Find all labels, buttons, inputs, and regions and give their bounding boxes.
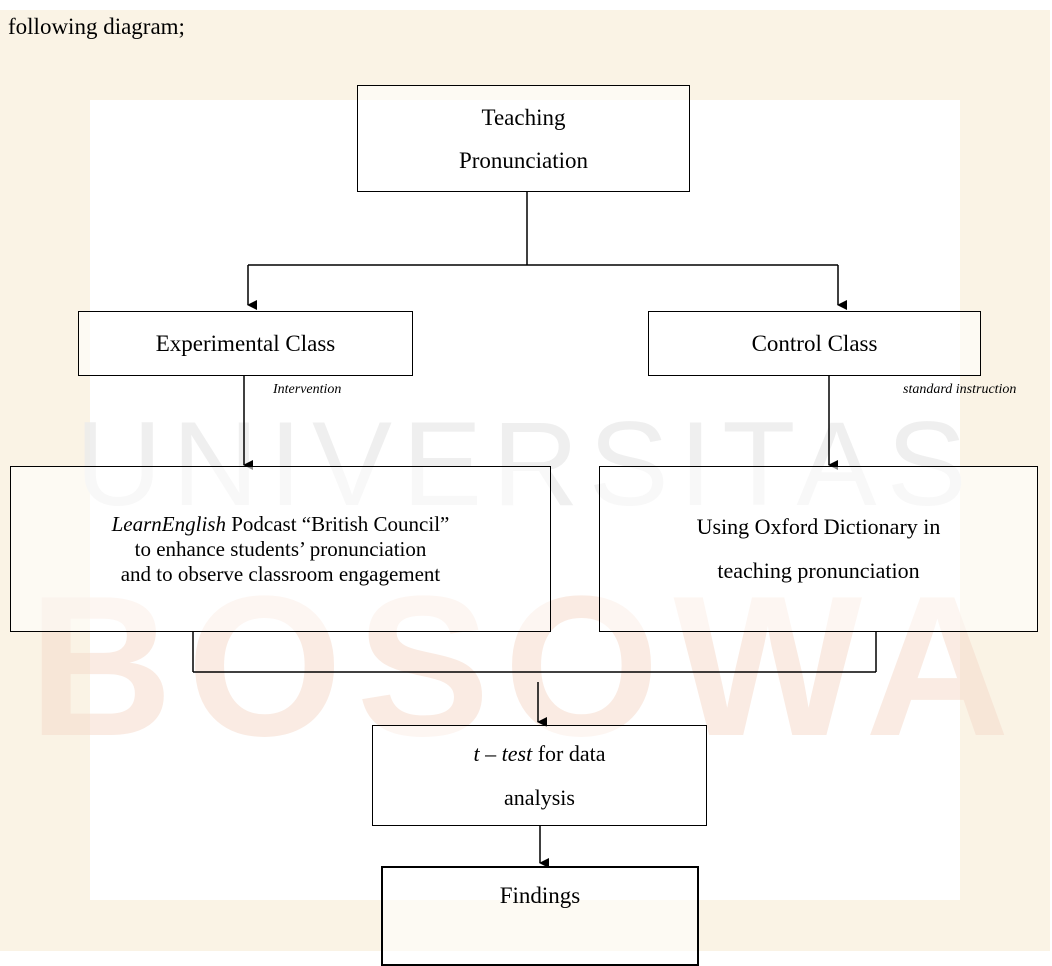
node-findings-label: Findings <box>499 883 581 908</box>
node-podcast-line1-rest: Podcast “British Council” <box>225 511 450 536</box>
node-teaching-pronunciation: Teaching Pronunciation <box>357 85 690 192</box>
node-podcast: LearnEnglish Podcast “British Council” t… <box>10 466 551 632</box>
node-podcast-line2: to enhance students’ pronunciation <box>134 536 427 561</box>
node-ttest-line2: analysis <box>504 784 575 810</box>
edge-label-intervention: Intervention <box>273 382 342 397</box>
node-podcast-line1: LearnEnglish Podcast “British Council” <box>112 512 450 537</box>
node-ttest-line1: t – test for data <box>474 732 606 776</box>
intro-text: following diagram; <box>8 14 185 39</box>
node-oxford-dictionary: Using Oxford Dictionary in teaching pron… <box>599 466 1038 632</box>
node-dictionary-line1: Using Oxford Dictionary in <box>696 514 941 539</box>
node-control-label: Control Class <box>751 331 878 356</box>
edge-label-standard-instruction: standard instruction <box>903 382 1017 397</box>
node-teaching-line2: Pronunciation <box>458 147 589 173</box>
node-ttest-italic: t – test <box>473 740 533 766</box>
node-experimental-label: Experimental Class <box>155 331 336 356</box>
node-findings: Findings <box>381 866 699 966</box>
node-podcast-italic: LearnEnglish <box>111 511 226 536</box>
node-t-test: t – test for data analysis <box>372 725 707 826</box>
node-experimental-class: Experimental Class <box>78 311 413 376</box>
node-dictionary-line2: teaching pronunciation <box>717 558 920 583</box>
node-ttest-line1-rest: for data <box>532 740 606 766</box>
node-podcast-line3: and to observe classroom engagement <box>120 561 441 586</box>
node-teaching-line1: Teaching <box>481 104 566 130</box>
node-control-class: Control Class <box>648 311 981 376</box>
